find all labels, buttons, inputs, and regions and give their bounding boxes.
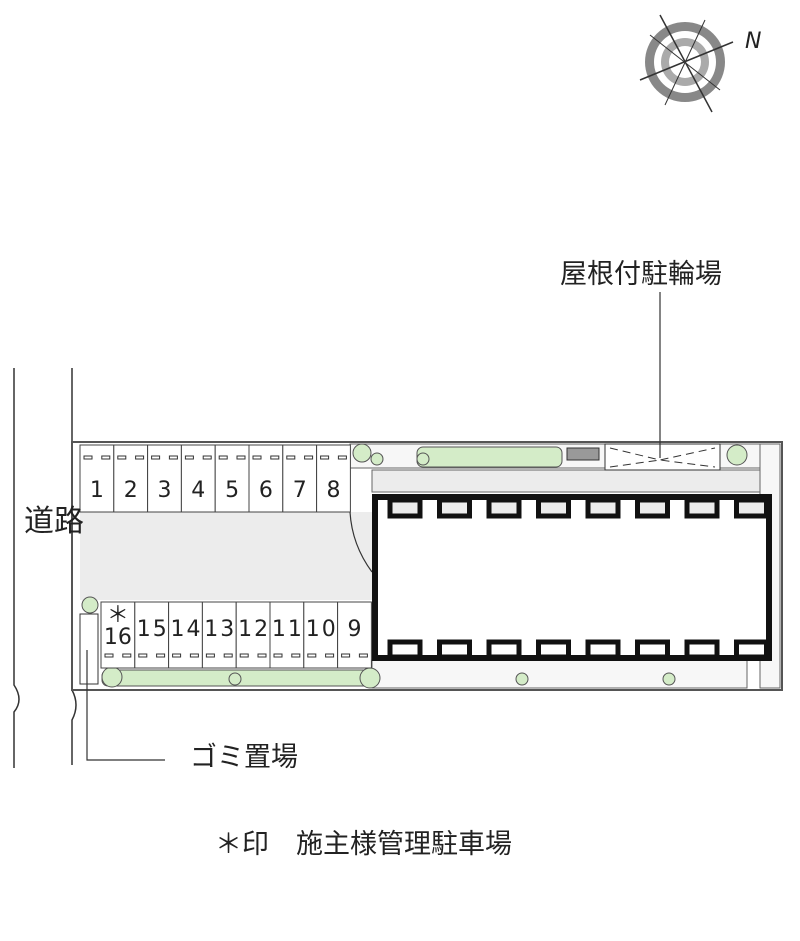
svg-text:N: N xyxy=(745,29,761,54)
parking-space-11[interactable]: 11 xyxy=(269,601,305,669)
parking-space-3[interactable]: 3 xyxy=(147,444,182,513)
bicycle-parking-label: 屋根付駐輪場 xyxy=(560,259,722,290)
parking-number: 1 xyxy=(90,478,104,503)
parking-space-16[interactable]: ＊16 xyxy=(100,601,136,669)
parking-space-15[interactable]: 15 xyxy=(134,601,170,669)
footnote: ＊印 施主様管理駐車場 xyxy=(215,829,512,860)
parking-space-10[interactable]: 10 xyxy=(303,601,339,669)
parking-number: 6 xyxy=(259,478,273,503)
parking-number: 9 xyxy=(348,617,362,642)
parking-space-7[interactable]: 7 xyxy=(282,444,318,513)
garbage-area-label: ゴミ置場 xyxy=(190,742,298,773)
parking-space-5[interactable]: 5 xyxy=(214,444,250,513)
garbage-area xyxy=(79,613,99,685)
parking-space-12[interactable]: 12 xyxy=(235,601,271,669)
parking-space-9[interactable]: 9 xyxy=(337,601,372,669)
bicycle-parking xyxy=(604,443,721,471)
parking-space-13[interactable]: 13 xyxy=(201,601,237,669)
parking-space-8[interactable]: 8 xyxy=(316,444,351,513)
parking-number: 5 xyxy=(225,478,239,503)
owner-mark: ＊ xyxy=(107,603,129,628)
road-edge xyxy=(13,368,20,768)
parking-number: 7 xyxy=(293,478,307,503)
parking-space-14[interactable]: 14 xyxy=(168,601,203,669)
driveway xyxy=(80,512,372,600)
parking-space-4[interactable]: 4 xyxy=(180,444,216,513)
parking-number: 3 xyxy=(158,478,172,503)
parking-number: 8 xyxy=(327,478,341,503)
compass-icon: N xyxy=(639,14,761,113)
apartment-building xyxy=(372,494,772,661)
parking-space-6[interactable]: 6 xyxy=(248,444,284,513)
parking-number: 4 xyxy=(191,478,205,503)
parking-space-2[interactable]: 2 xyxy=(113,444,149,513)
gate xyxy=(566,447,600,461)
parking-number: 16 xyxy=(104,625,132,650)
parking-number: 2 xyxy=(124,478,138,503)
road-label: 道路 xyxy=(24,504,84,539)
hedge xyxy=(416,446,563,468)
parking-space-1[interactable]: 1 xyxy=(79,444,115,513)
